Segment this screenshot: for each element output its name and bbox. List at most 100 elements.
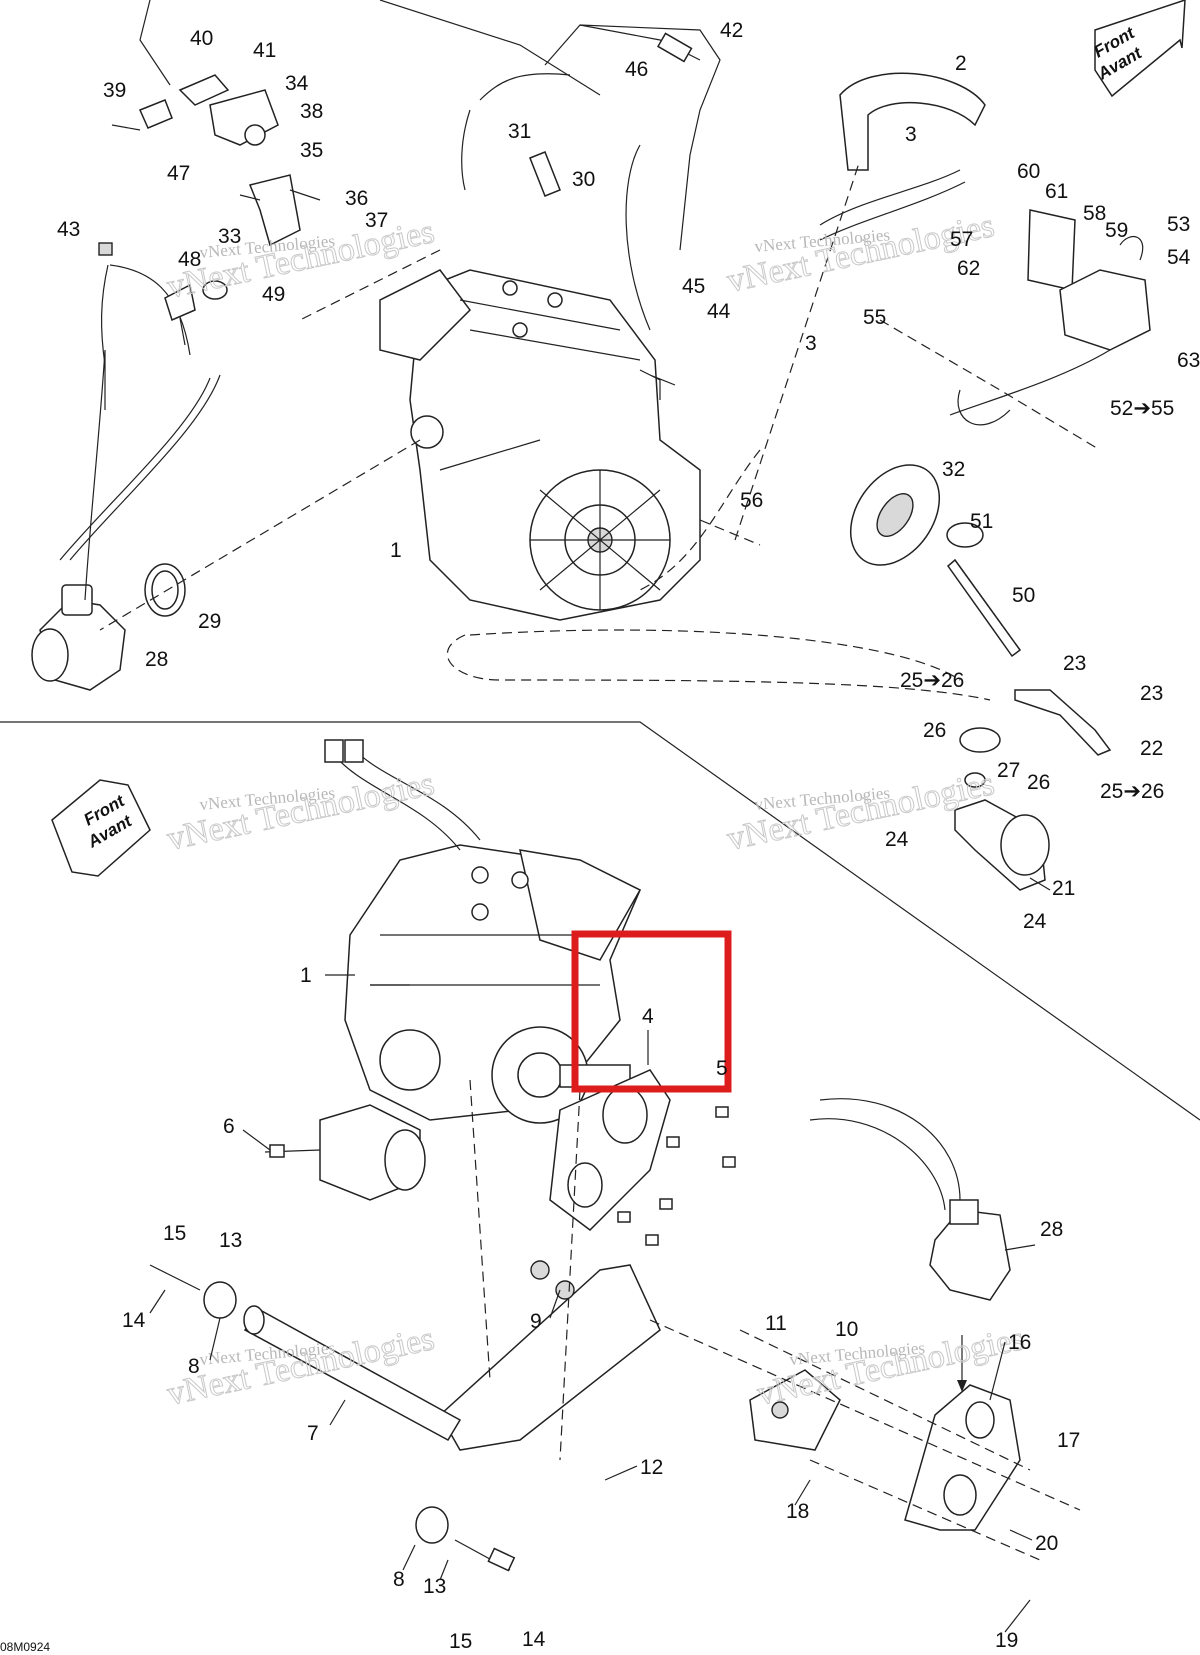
section-divider-line xyxy=(0,721,1200,1121)
bracket-22 xyxy=(1014,689,1112,756)
engine-top-view xyxy=(379,269,701,621)
throttle-cable-43 xyxy=(98,242,191,366)
callout-label: 28 xyxy=(1040,1218,1063,1241)
callout-label: 43 xyxy=(57,218,80,241)
assembly-dashed-line-7 xyxy=(639,449,761,591)
front-avant-arrow-top-right: Front Avant xyxy=(1091,0,1186,98)
callout-label: 47 xyxy=(167,162,190,185)
callout-label: 2 xyxy=(955,52,967,75)
callout-label: 3 xyxy=(905,123,917,146)
bracket-33 xyxy=(239,174,321,247)
callout-label: 1 xyxy=(390,539,402,562)
throttle-housing-34 xyxy=(111,74,279,146)
callout-label: 44 xyxy=(707,300,731,323)
callout-label: 13 xyxy=(423,1575,446,1598)
assembly-dashed-line-6 xyxy=(299,249,441,321)
spark-plug-30 xyxy=(529,151,561,197)
screws-5 xyxy=(617,1106,736,1246)
callout-label: 37 xyxy=(365,209,388,232)
callout-label: 38 xyxy=(300,100,323,123)
callout-label: 23 xyxy=(1063,652,1086,675)
tube-7 xyxy=(243,1305,462,1442)
callout-label: 50 xyxy=(1012,584,1035,607)
callout-label: 13 xyxy=(219,1229,242,1252)
callout-label: 40 xyxy=(190,27,213,50)
spark-wire-42 xyxy=(461,24,721,331)
bottom-dashed-4 xyxy=(739,1329,1031,1471)
callout-label: 62 xyxy=(957,257,980,280)
callout-label: 28 xyxy=(145,648,168,671)
watermark-mid-left: vNext Technologies vNext Technologies xyxy=(163,765,438,859)
callout-label: 7 xyxy=(307,1422,319,1445)
callouts-bottom: 1 4 5 6 15 13 14 8 7 9 11 10 28 16 12 17… xyxy=(122,964,1080,1653)
callout-label: 9 xyxy=(530,1310,542,1333)
callout-label: 8 xyxy=(393,1568,405,1591)
callout-label: 14 xyxy=(122,1309,146,1332)
hose-57 xyxy=(819,169,966,241)
front-avant-arrow-left: Front Avant xyxy=(51,779,151,877)
callout-label: 33 xyxy=(218,225,241,248)
bushing-8-bottom xyxy=(415,1506,516,1572)
bushing-8-top xyxy=(149,1264,237,1319)
reference-code: 08M0924 xyxy=(0,1640,50,1654)
callout-label: 14 xyxy=(522,1628,546,1651)
callout-label: 48 xyxy=(178,248,201,271)
callout-label: 6 xyxy=(223,1115,235,1138)
callout-label: 36 xyxy=(345,187,368,210)
callout-label: 59 xyxy=(1105,219,1128,242)
callout-label: 5 xyxy=(716,1057,728,1080)
callout-label: 49 xyxy=(262,283,285,306)
callout-label: 11 xyxy=(765,1312,787,1335)
callout-label: 10 xyxy=(835,1318,858,1341)
callout-label: 51 xyxy=(970,510,993,533)
callout-label: 45 xyxy=(682,275,705,298)
bottom-dashed-1 xyxy=(469,1079,491,1381)
callout-label: 42 xyxy=(720,19,743,42)
hose-2 xyxy=(839,72,986,171)
callout-label: 55 xyxy=(863,306,886,329)
callout-label: 15 xyxy=(449,1630,472,1653)
callouts-top: 40 41 34 39 38 35 47 36 37 33 43 48 49 4… xyxy=(57,19,1200,933)
callout-label: 20 xyxy=(1035,1532,1058,1555)
assembly-dashed-line-4 xyxy=(699,519,761,546)
callout-label: 4 xyxy=(642,1005,654,1028)
callout-label: 25➔26 xyxy=(900,669,964,692)
top-diagonal-line xyxy=(379,0,601,96)
callout-label: 52➔55 xyxy=(1110,397,1174,420)
callout-label: 46 xyxy=(625,58,648,81)
callout-label: 54 xyxy=(1167,246,1191,269)
assembly-dashed-line-8 xyxy=(879,319,1101,451)
callout-label: 15 xyxy=(163,1222,186,1245)
bottom-dashed-2 xyxy=(559,1089,581,1461)
callout-label: 18 xyxy=(786,1500,809,1523)
assembly-dashed-line-1 xyxy=(469,629,961,681)
assembly-dashed-line-2 xyxy=(446,634,991,701)
assembly-dashed-line-3 xyxy=(734,159,861,541)
callout-label: 21 xyxy=(1052,877,1075,900)
callout-label: 26 xyxy=(923,719,946,742)
callout-label: 57 xyxy=(950,228,973,251)
callout-label: 53 xyxy=(1167,213,1190,236)
callout-label: 39 xyxy=(103,79,126,102)
highlight-box xyxy=(571,930,732,1093)
assembly-dashed-line-5 xyxy=(99,439,421,631)
callout-label: 41 xyxy=(253,39,276,62)
callout-label: 3 xyxy=(805,332,817,355)
top-cable-line xyxy=(139,0,171,86)
callout-label: 61 xyxy=(1045,180,1068,203)
engine-mounting-plate xyxy=(439,1260,661,1451)
callout-label: 31 xyxy=(508,120,531,143)
leader-lines xyxy=(149,877,1051,1633)
callout-label: 56 xyxy=(740,489,763,512)
callout-label: 17 xyxy=(1057,1429,1080,1452)
watermark-top-right: vNext Technologies vNext Technologies xyxy=(723,207,998,301)
callout-label: 1 xyxy=(300,964,312,987)
clamp-29 xyxy=(144,563,186,617)
callout-label: 34 xyxy=(285,72,309,95)
starter-motor xyxy=(264,1104,426,1201)
callout-label: 32 xyxy=(942,458,965,481)
callout-label: 23 xyxy=(1140,682,1163,705)
mount-26 xyxy=(959,727,1001,788)
bracket-10 xyxy=(749,1369,841,1451)
